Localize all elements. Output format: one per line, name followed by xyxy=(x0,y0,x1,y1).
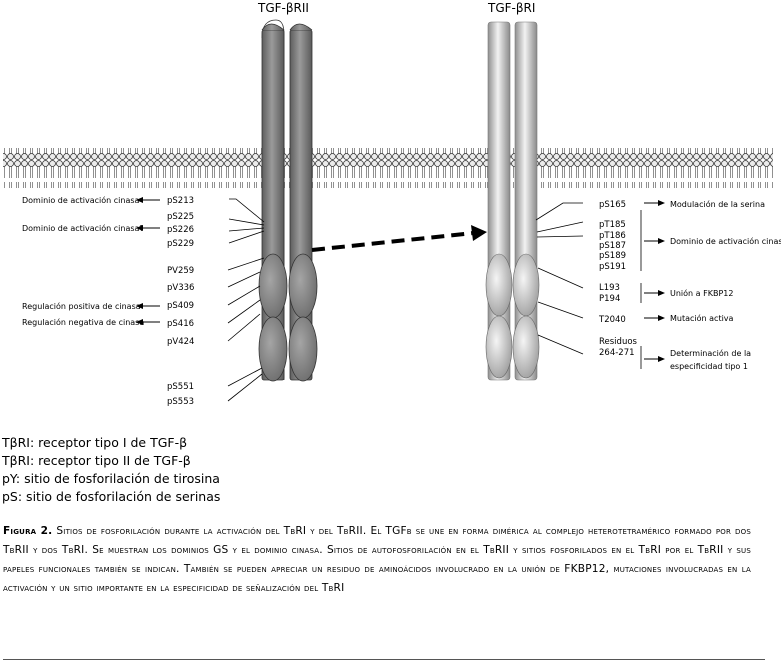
right-site-labels: pS165 pT185 pT186 pS187 pS189 pS191 L193… xyxy=(598,200,638,358)
abbreviation-legend: TβRI: receptor tipo I de TGF-β TβRI: rec… xyxy=(2,434,220,506)
role-label: Regulación positiva de cinasa xyxy=(22,301,141,311)
role-label: especificidad tipo 1 xyxy=(670,362,748,371)
site-label: pS551 xyxy=(167,382,194,392)
role-label: Dominio de activación cinasa xyxy=(22,195,140,205)
role-label: Dominio de activación cinasa xyxy=(670,236,781,246)
site-label: pS187 xyxy=(599,241,626,251)
legend-item: TβRI: receptor tipo I de TGF-β xyxy=(2,434,220,452)
site-label: L193 xyxy=(599,283,620,293)
left-site-labels: pS213 pS225 pS226 pS229 PV259 pV336 pS40… xyxy=(167,196,194,407)
site-label: pS409 xyxy=(167,301,194,311)
site-label: pS553 xyxy=(167,397,194,407)
site-label: pV336 xyxy=(167,283,194,293)
site-label: pS225 xyxy=(167,212,194,222)
site-label: Residuos xyxy=(599,337,638,347)
site-label: pT186 xyxy=(599,231,626,241)
site-label: pS226 xyxy=(167,225,194,235)
role-label: Mutación activa xyxy=(670,313,734,323)
legend-item: pY: sitio de fosforilación de tirosina xyxy=(2,470,220,488)
left-role-labels: Dominio de activación cinasa Dominio de … xyxy=(22,195,144,327)
site-label: pS189 xyxy=(599,251,626,261)
site-label: P194 xyxy=(599,294,620,304)
site-label: pS165 xyxy=(599,200,626,210)
site-label: T2040 xyxy=(598,315,626,325)
right-role-labels: Modulación de la serina Dominio de activ… xyxy=(670,199,781,371)
site-label: PV259 xyxy=(167,266,194,276)
site-label: pV424 xyxy=(167,337,194,347)
role-label: Regulación negativa de cinasa xyxy=(22,317,144,327)
site-label: pS229 xyxy=(167,239,194,249)
role-label: Dominio de activación cinasa? xyxy=(22,223,144,233)
right-role-arrows xyxy=(644,200,665,362)
legend-item: TβRI: receptor tipo II de TGF-β xyxy=(2,452,220,470)
bottom-rule xyxy=(3,659,765,660)
legend-item: pS: sitio de fosforilación de serinas xyxy=(2,488,220,506)
right-site-connectors xyxy=(536,203,587,354)
left-site-connectors xyxy=(228,199,264,401)
site-label: pS213 xyxy=(167,196,194,206)
receptor-diagram: TGF-βRII TGF-βRI xyxy=(0,0,781,420)
caption-label: Figura 2. xyxy=(3,525,52,537)
site-label: pS191 xyxy=(599,262,626,272)
cell-membrane xyxy=(3,148,773,188)
site-label: pT185 xyxy=(599,220,626,230)
tbri-receptor xyxy=(486,22,539,380)
site-label: 264-271 xyxy=(599,348,635,358)
site-label: pS416 xyxy=(167,319,194,329)
role-label: Determinación de la xyxy=(670,348,751,358)
tbri-title: TGF-βRI xyxy=(487,1,535,15)
role-label: Modulación de la serina xyxy=(670,199,765,209)
tbrii-title: TGF-βRII xyxy=(257,1,309,15)
phosphorylation-arrow xyxy=(312,225,487,250)
tbrii-receptor xyxy=(259,20,317,381)
figure-caption: Figura 2. Sitios de fosforilación durant… xyxy=(3,522,751,598)
role-label: Unión a FKBP12 xyxy=(670,288,733,298)
caption-text: Sitios de fosforilación durante la activ… xyxy=(3,525,751,594)
